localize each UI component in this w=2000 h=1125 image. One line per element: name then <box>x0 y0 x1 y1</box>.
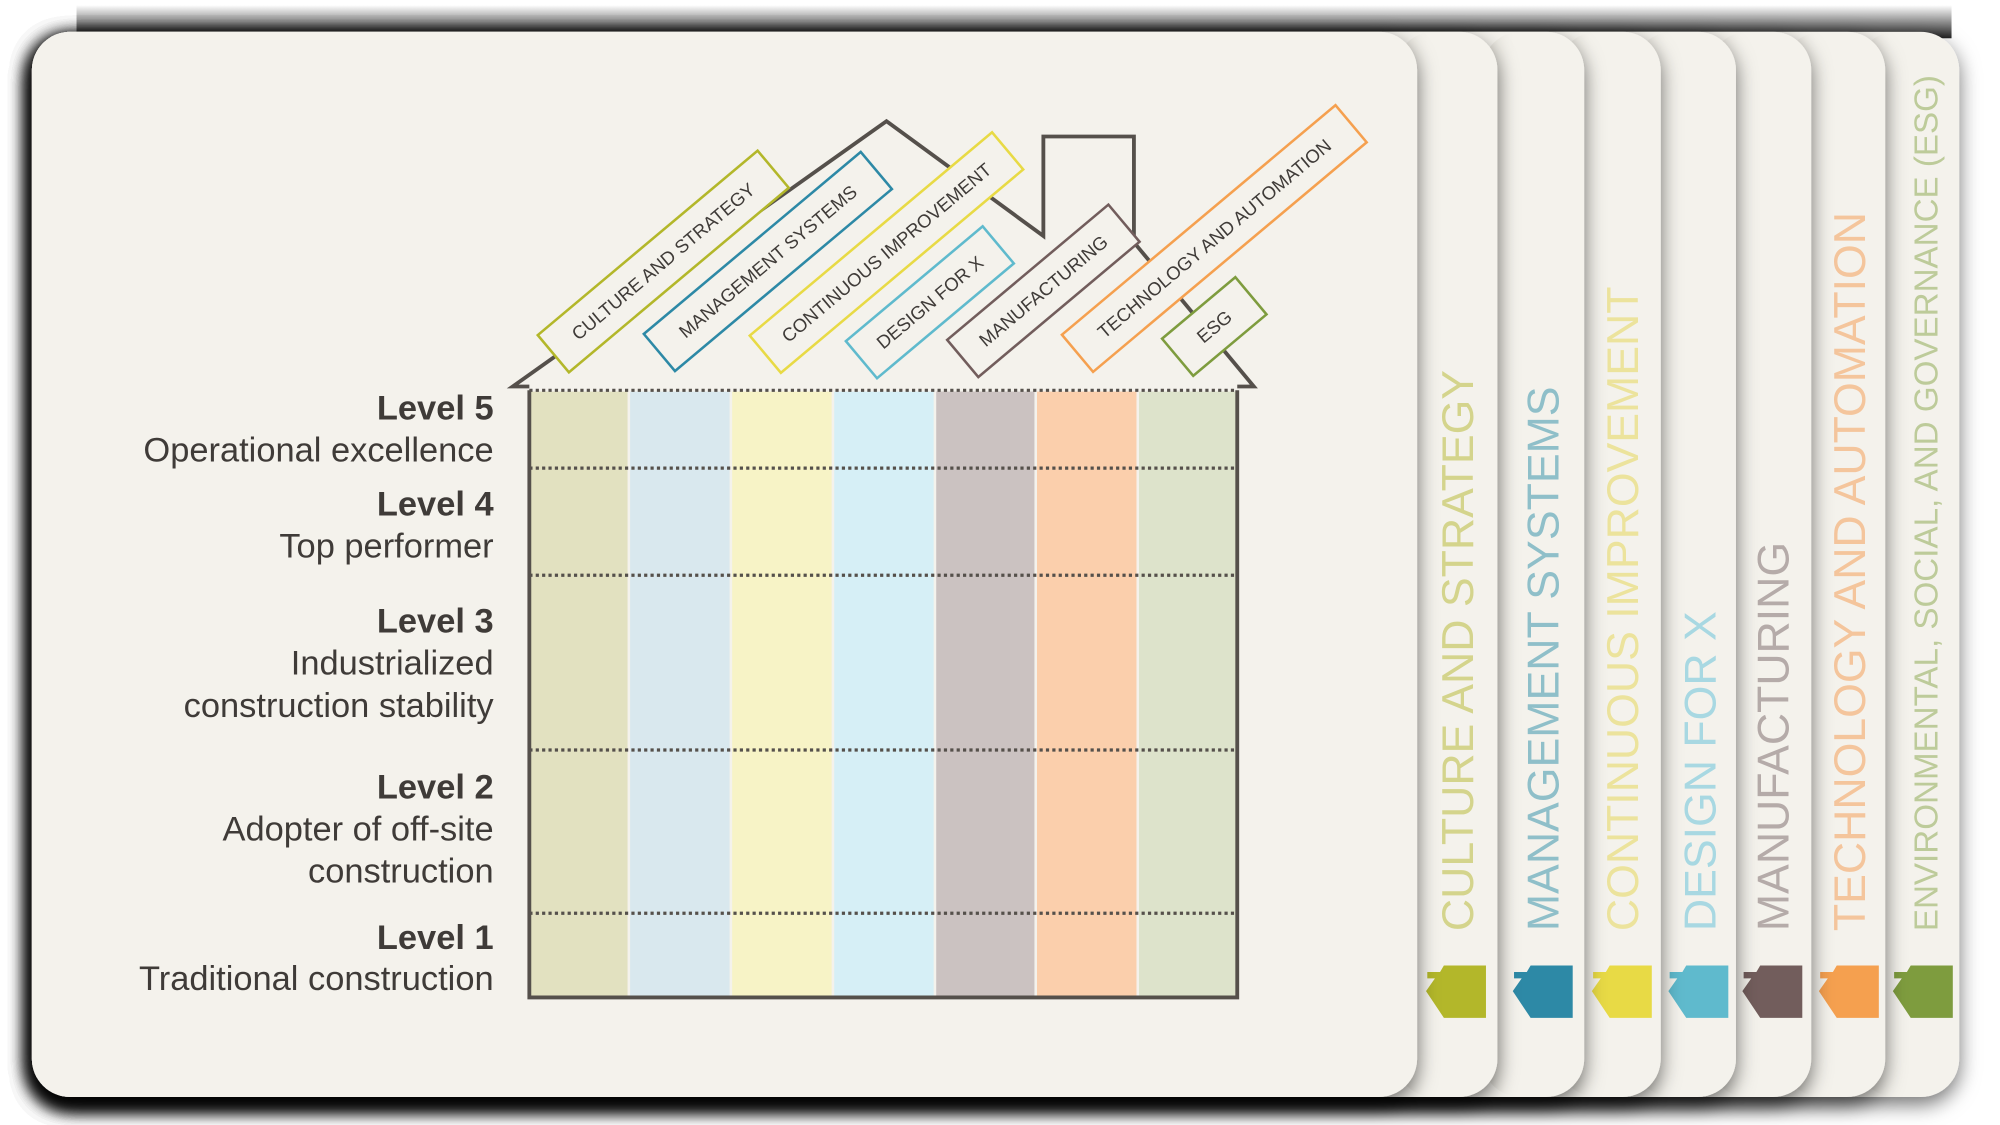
tag-border <box>1160 275 1269 378</box>
house-icon <box>1426 965 1486 1018</box>
tab-label: ENVIRONMENTAL, SOCIAL, AND GOVERNANCE (E… <box>1909 75 1946 931</box>
house-icon <box>1818 965 1879 1018</box>
tag-border <box>1060 103 1369 374</box>
level-description: Industrialized <box>291 645 494 683</box>
house-walls <box>527 390 1240 1000</box>
level-description: construction stability <box>184 687 495 725</box>
level-label: Level 3 Industrialized construction stabil… <box>184 603 495 725</box>
tab-label: CULTURE AND STRATEGY <box>1434 370 1483 931</box>
tab-label: MANAGEMENT SYSTEMS <box>1520 386 1569 931</box>
level-title: Level 3 <box>377 603 494 641</box>
card-shade <box>1395 31 1498 1097</box>
level-title: Level 2 <box>377 768 494 806</box>
house-icon <box>1892 965 1953 1018</box>
tab-label: MANUFACTURING <box>1749 542 1798 931</box>
tag-border <box>642 150 894 373</box>
level-description: Top performer <box>279 527 493 565</box>
house-icon <box>1742 965 1803 1018</box>
pillar-column <box>1139 391 1236 998</box>
card-shade <box>1482 31 1585 1097</box>
level-description: Traditional construction <box>139 960 494 998</box>
level-label: Level 4 Top performer <box>279 485 493 565</box>
tag-border <box>945 202 1142 379</box>
house-icon <box>1591 965 1652 1018</box>
pillar-column <box>1036 391 1137 998</box>
pillar-column <box>834 391 934 998</box>
house-icon <box>1512 965 1573 1018</box>
roof-tag: ESG <box>1160 275 1269 378</box>
level-label: Level 5 Operational excellence <box>143 390 493 470</box>
level-description: Adopter of off-site <box>223 811 494 849</box>
level-title: Level 5 <box>377 390 494 428</box>
level-description: construction <box>308 853 494 891</box>
house <box>506 118 1258 1000</box>
tag-border <box>535 148 791 375</box>
pillar-column <box>530 391 628 998</box>
tab-label: CONTINUOUS IMPROVEMENT <box>1599 287 1648 932</box>
pillar-column <box>936 391 1035 998</box>
tab-label: TECHNOLOGY AND AUTOMATION <box>1826 212 1875 931</box>
pillar-column <box>732 391 832 998</box>
pillar-column <box>630 391 730 998</box>
level-label: Level 2 Adopter of off-site construction <box>223 768 494 890</box>
level-description: Operational excellence <box>143 432 493 470</box>
tab-label: DESIGN FOR X <box>1677 611 1726 931</box>
house-icon <box>1668 965 1729 1018</box>
level-title: Level 1 <box>377 919 494 957</box>
tag-border <box>747 130 1026 375</box>
tag-border <box>844 224 1016 381</box>
level-title: Level 4 <box>377 485 494 523</box>
